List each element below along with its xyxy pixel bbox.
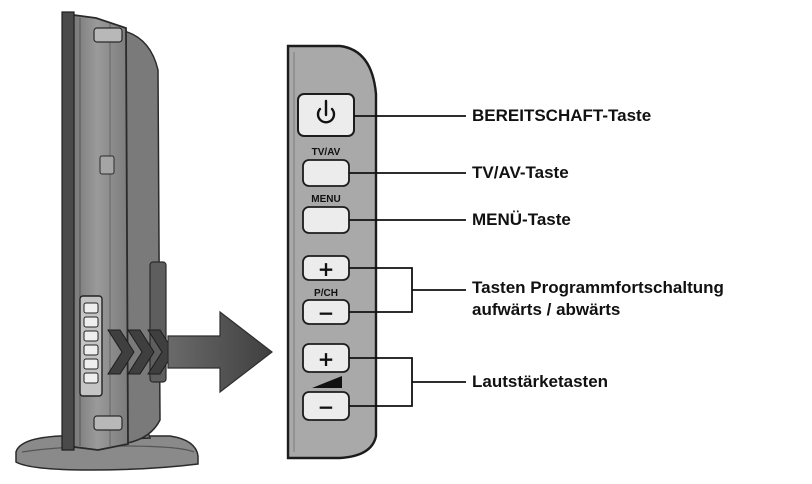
channel-down-symbol: − (318, 301, 335, 325)
label-menu-key: MENÜ-Taste (472, 210, 571, 229)
pointer-arrow (167, 310, 273, 394)
channel-up-symbol: + (318, 257, 335, 281)
volume-up-symbol: + (318, 347, 335, 371)
tv-top-bracket (93, 27, 123, 43)
channel-up-button[interactable]: + (302, 255, 350, 281)
volume-wedge-icon (312, 376, 342, 388)
volume-up-button[interactable]: + (302, 343, 350, 373)
label-standby-key: BEREITSCHAFT-Taste (472, 106, 652, 125)
label-tvav-key: TV/AV-Taste (472, 163, 569, 182)
tv-bottom-bracket (93, 415, 123, 431)
label-volume-keys: Lautstärketasten (472, 372, 609, 391)
volume-down-symbol: − (318, 395, 335, 419)
label-program-keys-line1: Tasten Programmfortschaltung (472, 278, 724, 297)
standby-button[interactable] (297, 93, 355, 137)
power-icon (316, 99, 336, 124)
tvav-button[interactable] (302, 159, 350, 187)
tv-side-mini-buttons (83, 302, 99, 384)
pch-caption: P/CH (314, 288, 338, 299)
menu-button[interactable] (302, 206, 350, 234)
channel-down-button[interactable]: − (302, 299, 350, 325)
control-panel: TV/AV MENU + P/CH − + − (286, 44, 378, 460)
direction-chevrons (107, 329, 175, 375)
menu-caption: MENU (311, 194, 340, 205)
tvav-caption: TV/AV (312, 147, 341, 158)
tv-side-view (15, 11, 199, 471)
volume-down-button[interactable]: − (302, 391, 350, 421)
label-program-keys-line2: aufwärts / abwärts (472, 300, 621, 319)
leader-lines (349, 115, 466, 407)
tv-front-bezel (61, 11, 75, 451)
